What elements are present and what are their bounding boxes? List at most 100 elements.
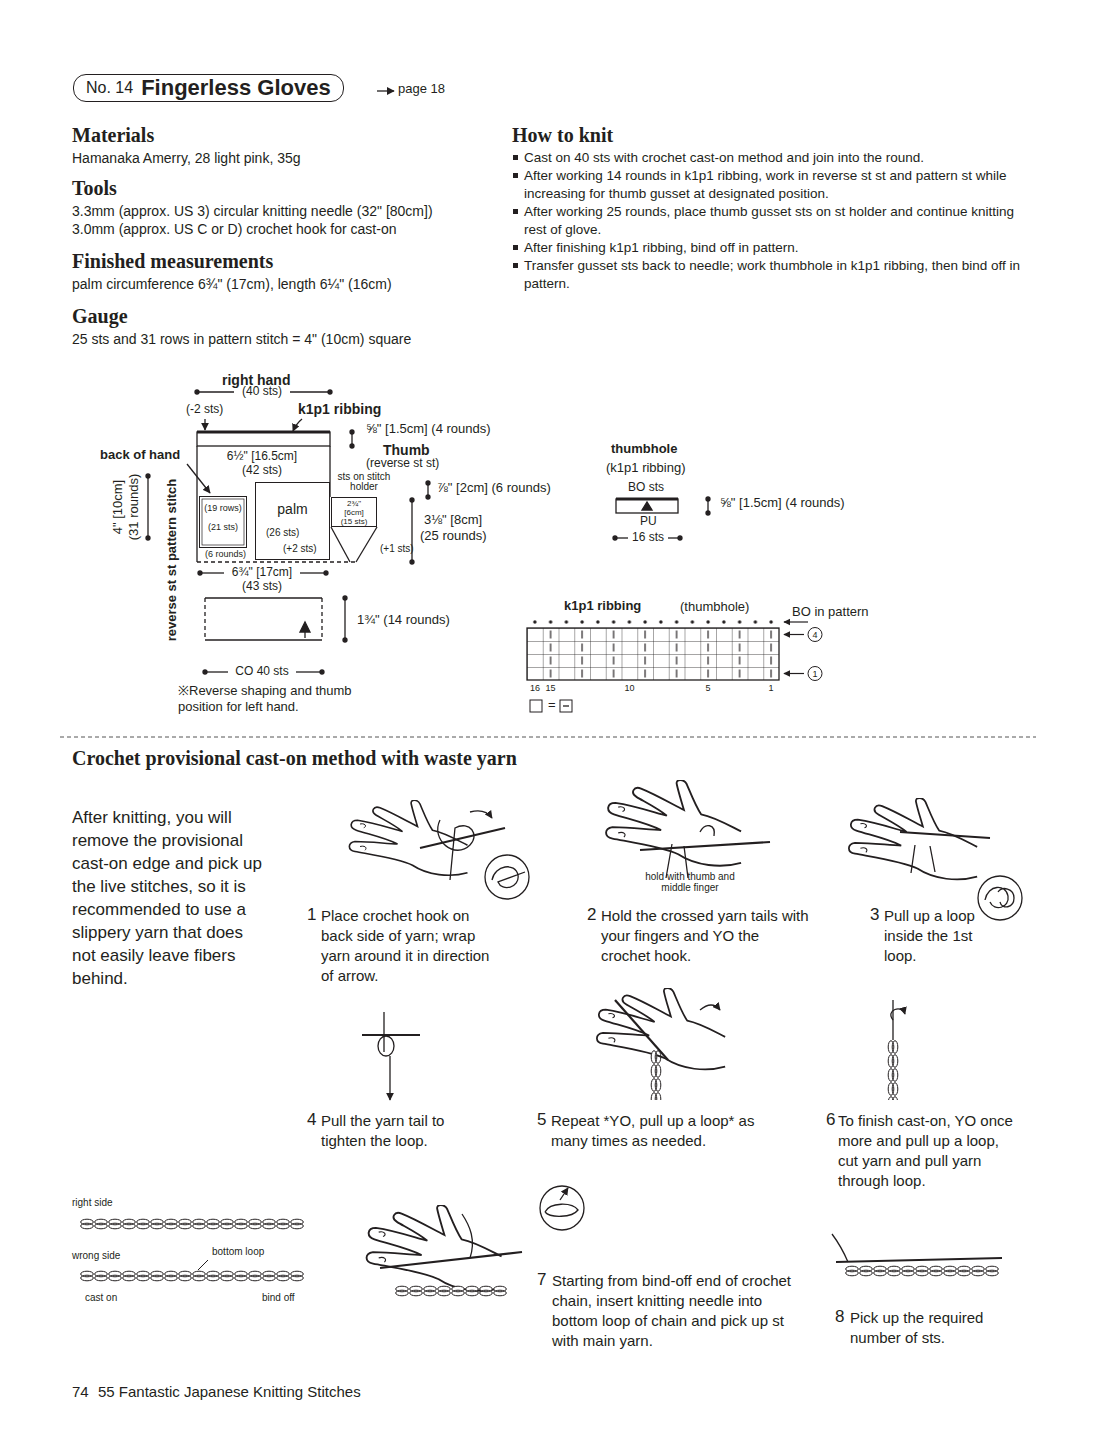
- step-text: Hold the crossed yarn tails with your fi…: [601, 906, 811, 966]
- bullet-mark: [513, 173, 518, 178]
- crochet-illustrations: [540, 1186, 584, 1230]
- part-name: k1p1 ribbing: [298, 401, 381, 417]
- stitch-chart: [527, 619, 779, 625]
- stitch-chart: [527, 619, 779, 625]
- intro-text: After knitting, you will remove the prov…: [72, 806, 267, 990]
- box-text: (21 sts): [208, 522, 238, 532]
- stitch-holder-box: 2¾"[6cm](15 sts): [331, 497, 377, 527]
- glove-schematic: [293, 419, 302, 431]
- thumbhole-schematic: [678, 536, 682, 540]
- crochet-illustrations: [650, 1050, 662, 1100]
- dimension: CO 40 sts: [235, 665, 288, 679]
- note: ※Reverse shaping and thumb position for …: [178, 683, 393, 715]
- step-number: 1: [307, 905, 316, 925]
- glove-schematic: [426, 481, 430, 485]
- crochet-illustrations: [383, 1012, 384, 1052]
- glove-schematic: [356, 527, 377, 562]
- dimension: (25 rounds): [420, 529, 486, 544]
- dimension: ⅝" [1.5cm] (4 rounds): [366, 422, 491, 437]
- chart-title: k1p1 ribbing: [564, 599, 641, 614]
- label-text: Hamanaka Amerry, 28 light pink, 35g: [72, 150, 301, 166]
- instruction-text: Cast on 40 sts with crochet cast-on meth…: [524, 150, 924, 165]
- part-name: reverse st st pattern stitch: [165, 479, 180, 642]
- dimension: PU: [640, 515, 657, 529]
- instruction-text: After working 25 rounds, place thumb gus…: [524, 204, 1014, 237]
- stitch-chart: [784, 621, 808, 622]
- box-text: [6cm]: [344, 508, 364, 517]
- box-text: (19 rows): [204, 503, 242, 513]
- dimension: (40 sts): [242, 385, 282, 399]
- crochet-illustrations: [438, 820, 474, 880]
- glove-schematic: [204, 419, 205, 430]
- crochet-illustrations: [462, 1214, 472, 1258]
- column-number: 15: [546, 683, 556, 693]
- illustration-note: right side: [72, 1197, 113, 1209]
- column-number: 5: [706, 683, 711, 693]
- row-number: 1: [812, 668, 817, 678]
- glove-schematic: [195, 390, 199, 394]
- stitch-chart: [808, 628, 822, 642]
- glove-schematic: [343, 596, 347, 600]
- section-heading: How to knit: [512, 124, 613, 147]
- crochet-illustrations: [395, 1285, 507, 1297]
- crochet-illustrations: [845, 1265, 999, 1277]
- instruction-item: Transfer gusset sts back to needle; work…: [512, 257, 1037, 293]
- page-number: 74: [72, 1383, 89, 1400]
- glove-schematic: [331, 527, 350, 562]
- crochet-illustrations: [492, 867, 525, 888]
- stitch-chart: [530, 700, 542, 712]
- part-name: thumbhole: [611, 442, 677, 457]
- section-heading: Gauge: [72, 305, 128, 328]
- glove-schematic: [202, 499, 244, 545]
- crochet-illustrations: [389, 1056, 390, 1100]
- pattern-area-box: (19 rows) (21 sts): [199, 496, 247, 548]
- step-text: Pick up the required number of sts.: [850, 1308, 1015, 1348]
- crochet-illustrations: [80, 1218, 304, 1230]
- crochet-illustrations: [887, 1040, 899, 1100]
- step-text: Starting from bind-off end of crochet ch…: [552, 1271, 807, 1351]
- thumbhole-schematic: [613, 536, 617, 540]
- thumbhole-schematic: [706, 497, 710, 501]
- label-text: 25 sts and 31 rows in pattern stitch = 4…: [72, 331, 411, 347]
- section-heading: Tools: [72, 177, 117, 200]
- bullet-mark: [513, 155, 518, 160]
- symbol-key: =: [548, 698, 556, 713]
- thumbhole-schematic: [616, 498, 678, 501]
- box-text: palm: [277, 501, 307, 517]
- stitch-chart: [784, 673, 804, 674]
- stitch-chart: [527, 628, 779, 680]
- stitch-chart: [527, 628, 779, 680]
- glove-schematic: [205, 639, 322, 640]
- illustration-note: bottom loop: [212, 1246, 264, 1258]
- glove-schematic: [147, 476, 148, 538]
- glove-schematic: [204, 598, 205, 640]
- crochet-illustrations: [80, 1270, 304, 1282]
- thumbhole-schematic: [706, 511, 710, 515]
- glove-schematic: [203, 670, 207, 674]
- crochet-illustrations: [606, 780, 741, 866]
- book-title: 55 Fantastic Japanese Knitting Stitches: [98, 1383, 361, 1400]
- label-text: palm circumference 6¾" (17cm), length 6¼…: [72, 276, 392, 292]
- illustration-note: wrong side: [72, 1250, 120, 1262]
- thumbhole-schematic: [616, 499, 678, 513]
- column-number: 16: [530, 683, 540, 693]
- glove-schematic: [343, 638, 347, 642]
- glove-schematic: [296, 671, 322, 672]
- bullet-mark: [513, 263, 518, 268]
- step-number: 3: [870, 905, 879, 925]
- crochet-illustrations: [420, 828, 505, 848]
- column-number: 10: [624, 683, 634, 693]
- glove-schematic: [146, 536, 150, 540]
- step-text: To finish cast-on, YO once more and pull…: [838, 1111, 1023, 1191]
- crochet-illustrations: [485, 855, 529, 899]
- crochet-illustrations: [362, 1034, 420, 1036]
- box-text: (15 sts): [341, 517, 368, 526]
- dimension: 1¾" (14 rounds): [357, 613, 450, 628]
- crochet-illustrations: [891, 1009, 905, 1020]
- section-divider: [60, 737, 1036, 738]
- dimension: ⅞" [2cm] (6 rounds): [437, 481, 551, 496]
- instruction-text: After working 14 rounds in k1p1 ribbing,…: [524, 168, 1007, 201]
- crochet-illustrations: [849, 798, 977, 879]
- dimension: 6½" [16.5cm]: [227, 450, 297, 464]
- label-text: 3.0mm (approx. US C or D) crochet hook f…: [72, 221, 396, 237]
